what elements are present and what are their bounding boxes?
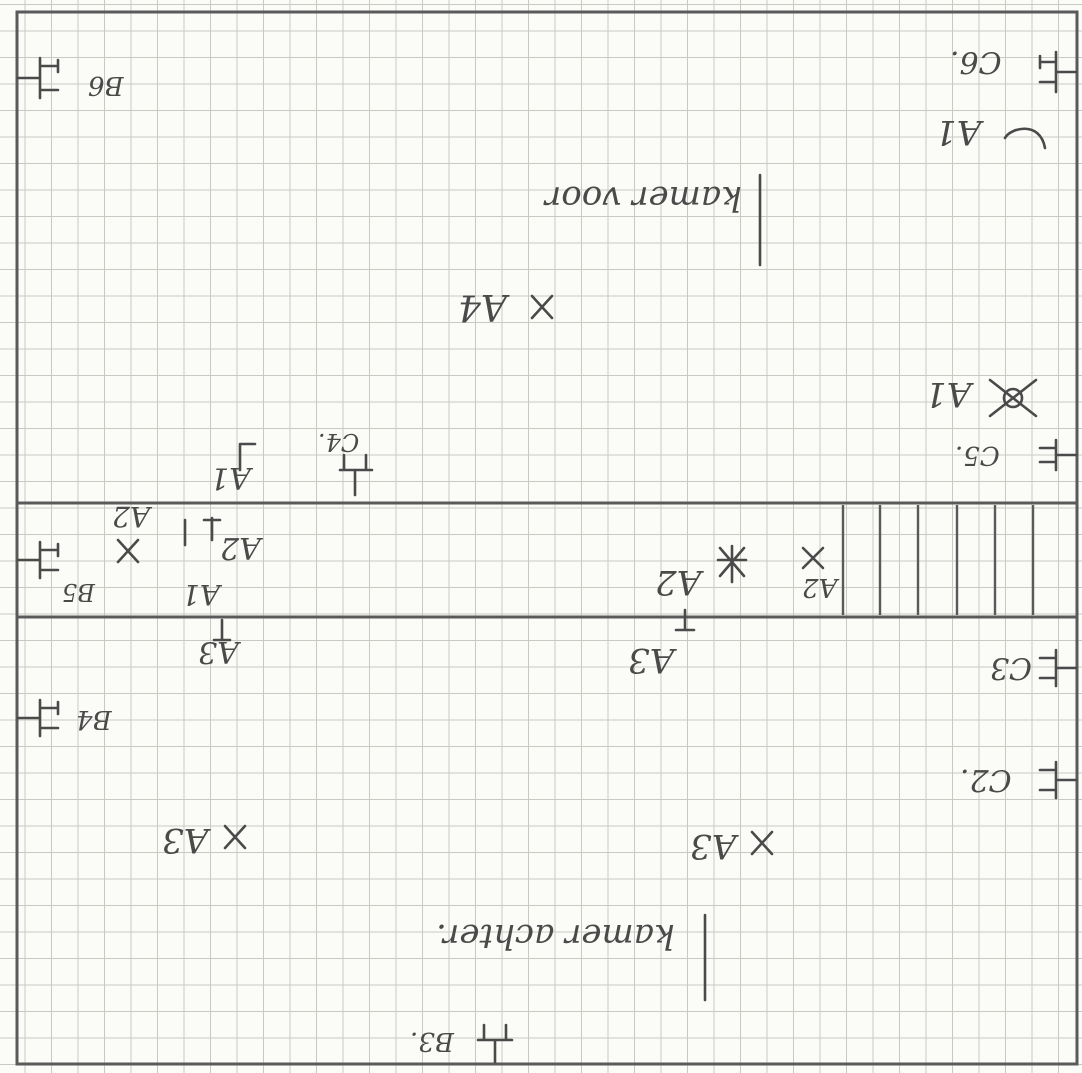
hall-fixture-symbol bbox=[716, 544, 748, 584]
socket-symbol-c5 bbox=[1038, 438, 1078, 472]
label-b5: B5 bbox=[62, 578, 95, 606]
socket-symbol-c3 bbox=[1038, 648, 1078, 688]
wall-light-a3-left bbox=[212, 618, 232, 642]
ceiling-fixture-a1 bbox=[988, 378, 1038, 418]
wall-light-a3-right bbox=[674, 608, 696, 632]
ceiling-point-a3-left bbox=[223, 824, 247, 850]
label-c5: C5. bbox=[955, 440, 1000, 470]
label-a3-right: A3 bbox=[628, 640, 675, 680]
label-a3-x-left: A3 bbox=[162, 820, 209, 860]
label-b4: B4 bbox=[76, 704, 112, 734]
label-c2: C2. bbox=[960, 762, 1012, 797]
socket-symbol-b3 bbox=[476, 1023, 514, 1064]
label-a4-mid: A4 bbox=[458, 286, 507, 327]
label-a1-c4: A1 bbox=[210, 460, 251, 495]
wall-light-a1-top bbox=[1003, 127, 1047, 150]
label-b3: B3. bbox=[410, 1026, 454, 1056]
label-c3: C3 bbox=[990, 650, 1033, 685]
staircase bbox=[841, 505, 1035, 615]
label-a1-left: A1 bbox=[182, 578, 221, 611]
ceiling-point-a2-right bbox=[801, 546, 825, 570]
label-a2-mid: A2 bbox=[655, 562, 702, 602]
label-a2-right: A2 bbox=[802, 572, 838, 602]
label-a2-small: A2 bbox=[112, 500, 151, 533]
wall-light-a1-hall bbox=[202, 516, 222, 542]
label-c4: C4. bbox=[318, 428, 360, 456]
outer-wall bbox=[15, 10, 1079, 1066]
socket-symbol-c2 bbox=[1038, 760, 1078, 800]
label-b6: B6 bbox=[88, 70, 124, 100]
socket-symbol-b6 bbox=[16, 56, 60, 100]
ceiling-point-a3-right bbox=[750, 830, 774, 856]
label-c6: C6. bbox=[950, 44, 1002, 79]
ceiling-point-a2-left bbox=[116, 538, 140, 564]
label-a1-fixture: A1 bbox=[925, 374, 972, 414]
socket-symbol-c4 bbox=[338, 453, 374, 497]
wall-light-a1-c4 bbox=[238, 442, 257, 472]
label-a3-left: A3 bbox=[198, 634, 239, 669]
label-a1-top: A1 bbox=[935, 112, 982, 152]
label-kamer-voor: kamer voor bbox=[545, 178, 742, 218]
ceiling-point-a4 bbox=[530, 294, 554, 320]
label-a1-hall: A2 bbox=[220, 530, 261, 565]
socket-symbol-b4 bbox=[16, 698, 60, 738]
socket-symbol-b5 bbox=[16, 540, 60, 580]
label-a3-x-right: A3 bbox=[690, 826, 737, 866]
label-kamer-achter: kamer achter. bbox=[436, 916, 675, 956]
socket-symbol-c6 bbox=[1038, 50, 1078, 94]
